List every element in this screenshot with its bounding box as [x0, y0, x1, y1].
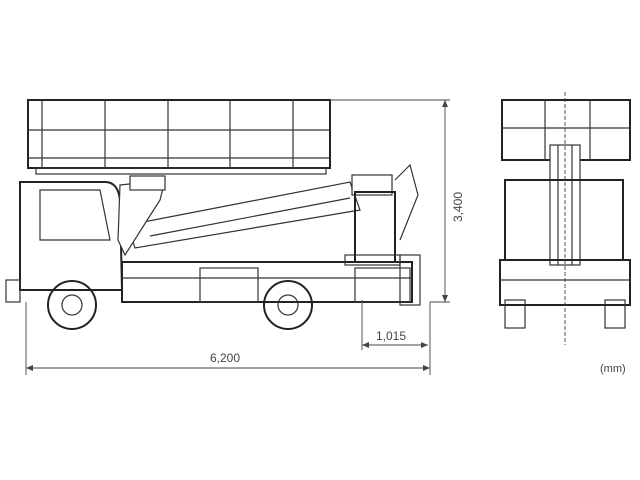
unit-label: (mm)	[600, 363, 626, 375]
truck-cab	[5, 181, 124, 303]
front-wheel	[47, 280, 97, 330]
overall-height-label: 3,400	[451, 192, 465, 222]
overall-length-label: 6,200	[210, 351, 240, 365]
rear-view	[499, 92, 631, 345]
side-view	[5, 99, 421, 330]
rear-overhang-label: 1,015	[376, 329, 406, 343]
telescopic-boom	[117, 175, 361, 257]
chassis	[121, 254, 421, 306]
dimension-lines	[25, 99, 450, 375]
turret	[344, 163, 419, 266]
rear-wheel	[263, 280, 313, 330]
platform-basket	[27, 99, 331, 175]
